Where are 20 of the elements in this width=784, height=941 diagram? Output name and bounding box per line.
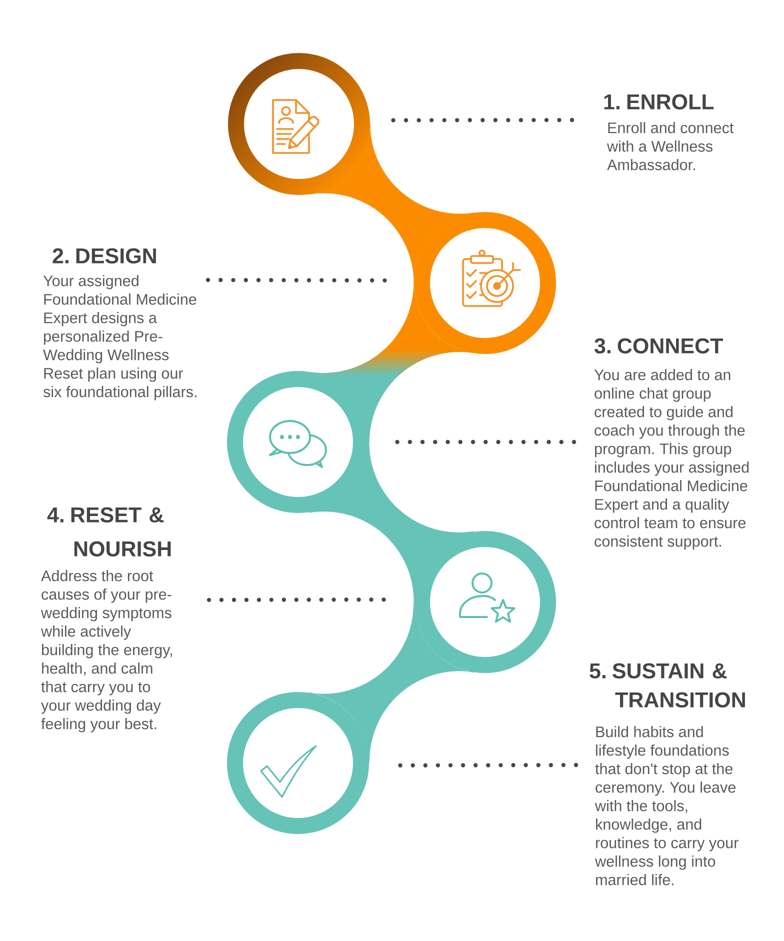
leader-line [206, 597, 386, 602]
step-description: Build habits and lifestyle foundations that don't stop at the ceremony. You leave with the tools, knowledge, and routines to carry your wellness long into married life. [595, 726, 738, 886]
step-description: You are added to an online chat group created to guide and coach you through the program. This group includes your assigned Foundational Medicine Expert and a quality control team to ensure consistent support. [594, 369, 749, 550]
leader-line [394, 440, 576, 444]
step-description: Your assigned Foundational Medicine Expert designs a personalized Pre-Wedding Wellness Reset plan using our six foundational pillars. [43, 275, 196, 400]
connector-band [310, 124, 474, 284]
connector-band [308, 442, 474, 602]
step-heading: 2. DESIGN [52, 248, 156, 264]
leader-line [390, 118, 574, 122]
connector-band [308, 602, 474, 762]
step-heading: 5. SUSTAIN & TRANSITION [590, 663, 745, 708]
step-heading: 4. RESET & NOURISH [47, 507, 171, 556]
step-heading: 1. ENROLL [604, 94, 714, 110]
step-description: Enroll and connect with a Wellness Ambassador. [607, 122, 734, 170]
step-ring [227, 692, 369, 834]
leader-line [206, 278, 388, 283]
step-description: Address the root causes of your pre-wedding symptoms while actively building the energy, health, and calm that carry you to your wedding day feeling your best. [40, 570, 172, 732]
step-heading: 3. CONNECT [594, 338, 723, 354]
step-ring [244, 68, 354, 179]
leader-line [398, 762, 578, 768]
